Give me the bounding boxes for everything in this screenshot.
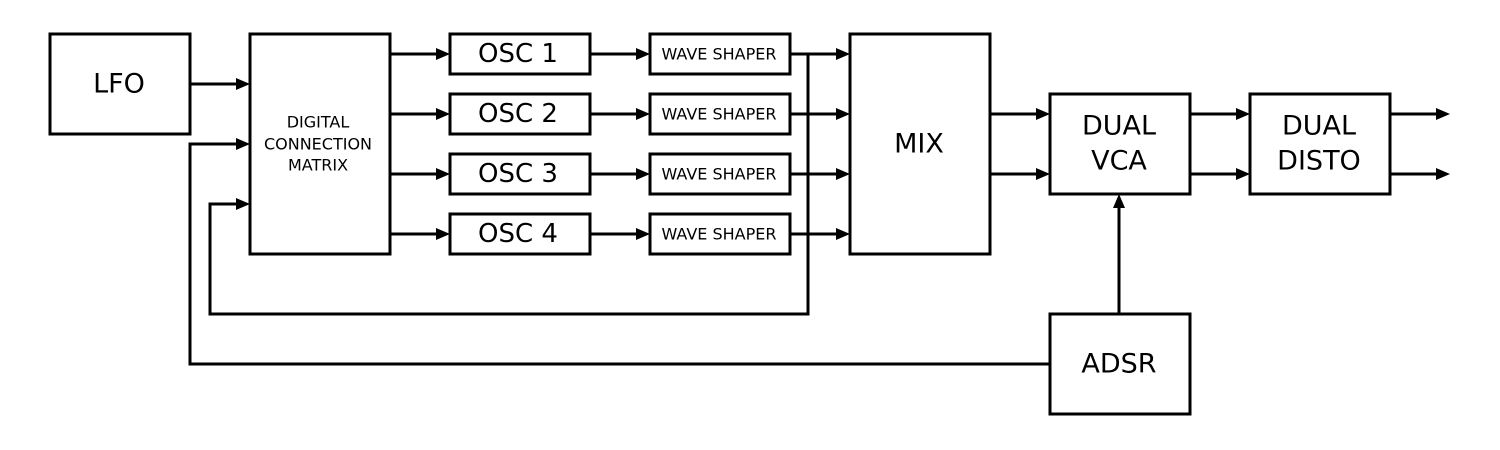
arrowhead-adsr-matrix bbox=[236, 138, 250, 150]
disto-label-line1: DUAL bbox=[1282, 111, 1356, 142]
osc4-label: OSC 4 bbox=[478, 219, 558, 249]
arrowhead-vca-a bbox=[1036, 108, 1050, 120]
arrowhead-mix-2 bbox=[836, 108, 850, 120]
arrowhead-shaper3 bbox=[636, 168, 650, 180]
vca-label-line2: VCA bbox=[1091, 146, 1147, 177]
wave-shaper-2-label: WAVE SHAPER bbox=[661, 105, 776, 124]
wave-shaper-1-label: WAVE SHAPER bbox=[661, 45, 776, 64]
mix-block: MIX bbox=[848, 32, 992, 256]
matrix-label-line1: DIGITAL bbox=[287, 113, 350, 132]
osc1-label: OSC 1 bbox=[478, 39, 558, 69]
adsr-label: ADSR bbox=[1081, 349, 1156, 380]
vca-label-line1: DUAL bbox=[1082, 111, 1156, 142]
arrowhead-output-b bbox=[1436, 168, 1450, 180]
wave-shaper-3-label: WAVE SHAPER bbox=[661, 165, 776, 184]
lfo-label: LFO bbox=[93, 69, 145, 100]
matrix-label-line2: CONNECTION bbox=[264, 135, 372, 154]
osc4-block: OSC 4 bbox=[448, 212, 592, 256]
arrowhead-shaper2 bbox=[636, 108, 650, 120]
dual-disto-block: DUAL DISTO bbox=[1248, 92, 1392, 196]
arrowhead-lfo-matrix bbox=[236, 78, 250, 90]
osc2-block: OSC 2 bbox=[448, 92, 592, 136]
arrowhead-mix-4 bbox=[836, 228, 850, 240]
wave-shaper-1-block: WAVE SHAPER bbox=[648, 32, 792, 76]
osc2-label: OSC 2 bbox=[478, 99, 558, 129]
arrowhead-output-a bbox=[1436, 108, 1450, 120]
arrowhead-vca-b bbox=[1036, 168, 1050, 180]
wave-shaper-3-block: WAVE SHAPER bbox=[648, 152, 792, 196]
arrowhead-feedback-matrix bbox=[236, 198, 250, 210]
mix-label: MIX bbox=[894, 129, 944, 160]
arrowhead-osc4 bbox=[436, 228, 450, 240]
arrowhead-disto-a bbox=[1236, 108, 1250, 120]
wave-shaper-2-block: WAVE SHAPER bbox=[648, 92, 792, 136]
adsr-block: ADSR bbox=[1048, 312, 1192, 416]
osc3-label: OSC 3 bbox=[478, 159, 558, 189]
wave-shaper-4-block: WAVE SHAPER bbox=[648, 212, 792, 256]
wave-shaper-4-label: WAVE SHAPER bbox=[661, 225, 776, 244]
osc3-block: OSC 3 bbox=[448, 152, 592, 196]
arrowhead-shaper1 bbox=[636, 48, 650, 60]
arrowhead-mix-3 bbox=[836, 168, 850, 180]
arrowhead-osc1 bbox=[436, 48, 450, 60]
osc1-block: OSC 1 bbox=[448, 32, 592, 76]
digital-connection-matrix-block: DIGITAL CONNECTION MATRIX bbox=[248, 32, 392, 256]
arrowheads bbox=[236, 48, 1450, 240]
disto-label-line2: DISTO bbox=[1277, 146, 1361, 177]
arrowhead-osc2 bbox=[436, 108, 450, 120]
arrowhead-shaper4 bbox=[636, 228, 650, 240]
arrowhead-osc3 bbox=[436, 168, 450, 180]
wire-feedback-to-matrix bbox=[208, 52, 810, 316]
arrowhead-disto-b bbox=[1236, 168, 1250, 180]
lfo-block: LFO bbox=[48, 32, 192, 136]
dual-vca-block: DUAL VCA bbox=[1048, 92, 1192, 196]
matrix-label-line3: MATRIX bbox=[288, 156, 348, 175]
wires bbox=[188, 52, 1440, 366]
arrowhead-adsr-vca bbox=[1113, 194, 1125, 208]
wire-adsr-to-matrix bbox=[188, 142, 1050, 366]
arrowhead-mix-1 bbox=[836, 48, 850, 60]
